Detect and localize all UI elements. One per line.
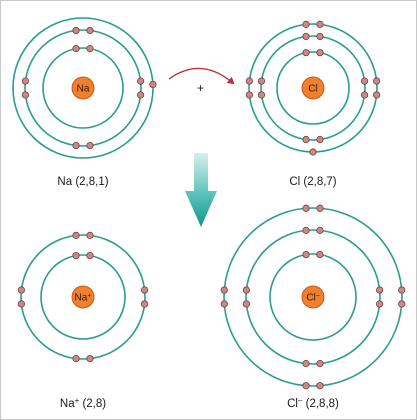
electron bbox=[257, 91, 266, 99]
electron-shell bbox=[20, 234, 146, 360]
electron bbox=[302, 250, 310, 259]
electron bbox=[86, 355, 94, 363]
electron bbox=[316, 226, 324, 234]
electron bbox=[398, 300, 406, 308]
na-ion-caption-charge: + bbox=[75, 396, 80, 405]
cl-nucleus-label: Cl bbox=[308, 84, 317, 95]
electron bbox=[302, 32, 310, 41]
electron bbox=[376, 300, 384, 308]
electron bbox=[136, 91, 145, 99]
electron-shell bbox=[223, 207, 403, 387]
electron bbox=[21, 91, 30, 99]
electron bbox=[360, 91, 369, 99]
electron bbox=[72, 355, 80, 363]
electron bbox=[72, 251, 80, 260]
electron bbox=[360, 77, 369, 85]
plus-sign: + bbox=[197, 81, 204, 95]
cl-ion-caption: Cl– (2,8,8) bbox=[287, 396, 339, 411]
na-nucleus-label: Na bbox=[77, 84, 90, 95]
electron bbox=[86, 251, 94, 260]
na-ion-nucleus-charge: + bbox=[87, 292, 91, 299]
electron-shell bbox=[24, 29, 142, 147]
electron bbox=[245, 91, 253, 99]
electron bbox=[149, 80, 157, 88]
cl-ion-nucleus bbox=[301, 285, 325, 309]
electron bbox=[72, 231, 80, 239]
electron bbox=[141, 286, 149, 294]
electron bbox=[316, 360, 324, 368]
electron bbox=[302, 360, 310, 368]
cl-ion-nucleus-label: Cl– bbox=[306, 292, 319, 304]
electron bbox=[242, 286, 250, 294]
electron bbox=[302, 226, 310, 234]
electron bbox=[136, 77, 145, 85]
cl-ion-caption-charge: – bbox=[298, 396, 303, 405]
electron bbox=[86, 26, 94, 35]
reaction-arrow bbox=[185, 153, 217, 227]
na-ion: Na+ Na+ (2,8) bbox=[17, 231, 149, 411]
electron-shell bbox=[42, 47, 124, 129]
electron bbox=[141, 300, 149, 308]
cl-caption: Cl (2,8,7) bbox=[289, 176, 336, 188]
electron bbox=[86, 141, 94, 150]
electron-shell bbox=[269, 253, 357, 341]
electron bbox=[72, 141, 80, 150]
electron-shell bbox=[12, 17, 154, 159]
electron bbox=[302, 382, 310, 390]
na-atom: Na Na (2,8,1) bbox=[12, 17, 157, 188]
electron bbox=[21, 77, 30, 85]
electron bbox=[72, 45, 80, 53]
electron bbox=[17, 300, 25, 308]
electron-shell bbox=[260, 35, 366, 141]
electron bbox=[376, 286, 384, 294]
electron bbox=[373, 77, 381, 85]
electron bbox=[316, 204, 324, 212]
electron bbox=[72, 26, 80, 35]
electron bbox=[316, 20, 324, 28]
electron bbox=[316, 32, 324, 41]
cl-ion-nucleus-charge: – bbox=[316, 292, 320, 299]
electron-shell bbox=[276, 51, 350, 125]
electron bbox=[316, 49, 324, 57]
electron-shell bbox=[40, 254, 126, 340]
electron bbox=[302, 20, 310, 28]
electron-transfer-arrow bbox=[168, 67, 235, 85]
electron bbox=[302, 135, 310, 144]
electron bbox=[302, 49, 310, 57]
electron bbox=[257, 77, 266, 85]
electron bbox=[309, 148, 317, 156]
electron bbox=[316, 382, 324, 390]
electron bbox=[302, 204, 310, 212]
electron bbox=[373, 91, 381, 99]
na-ion-caption: Na+ (2,8) bbox=[60, 396, 106, 411]
electron bbox=[220, 286, 228, 294]
na-ion-nucleus-label: Na+ bbox=[75, 292, 92, 304]
electron bbox=[17, 286, 25, 294]
electron bbox=[86, 45, 94, 53]
electron-shell bbox=[245, 229, 381, 365]
electron bbox=[220, 300, 228, 308]
cl-nucleus bbox=[301, 76, 325, 100]
cl-atom: Cl Cl (2,8,7) bbox=[245, 20, 381, 188]
na-ion-nucleus bbox=[71, 285, 95, 309]
electron bbox=[316, 135, 324, 144]
electron bbox=[398, 286, 406, 294]
electron bbox=[86, 231, 94, 239]
electron bbox=[245, 77, 253, 85]
na-caption: Na (2,8,1) bbox=[57, 176, 108, 188]
na-nucleus bbox=[71, 76, 95, 100]
cl-ion: Cl– Cl– (2,8,8) bbox=[220, 204, 406, 411]
electron bbox=[316, 250, 324, 259]
electron bbox=[242, 300, 250, 308]
